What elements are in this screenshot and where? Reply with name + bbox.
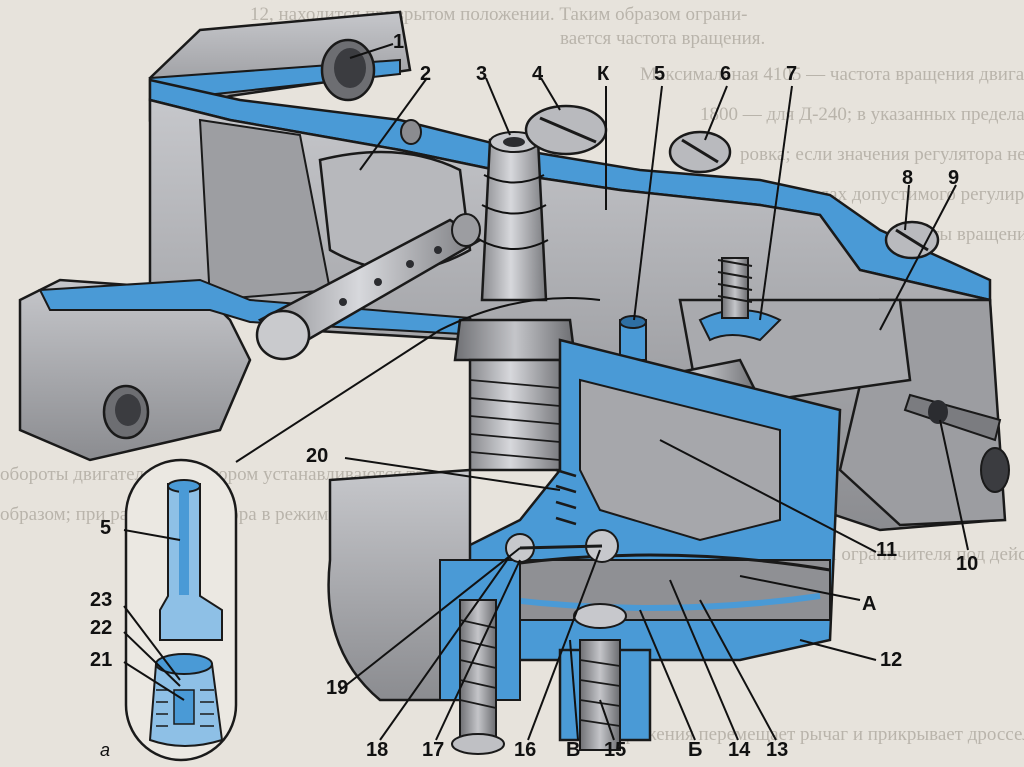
label-6: 6 [720, 63, 731, 85]
inset-caption-a: а [100, 740, 110, 760]
label-5: 5 [654, 63, 665, 85]
throttle-valve [255, 119, 483, 361]
label-17: 17 [422, 739, 444, 761]
label-4: 4 [532, 63, 544, 85]
inset-label-21: 21 [90, 649, 112, 671]
label-19: 19 [326, 677, 348, 699]
screw-6 [668, 130, 732, 174]
inset-label-23: 23 [90, 589, 112, 611]
label-3: 3 [476, 63, 487, 85]
leader-lines [123, 43, 969, 741]
label-8: 8 [902, 167, 913, 189]
inset-detail [124, 458, 238, 762]
screw-4 [524, 104, 608, 156]
label-14: 14 [728, 739, 751, 761]
label-9: 9 [948, 167, 959, 189]
label-b-cyr: Б [688, 739, 702, 761]
bg-line: вается частота вращения. [560, 28, 765, 49]
inset-connector-arc [439, 297, 601, 331]
label-v-cyr: В [566, 739, 580, 761]
labels: 1 2 3 4 К 5 6 7 8 9 10 11 12 А 13 14 Б 1… [90, 31, 978, 761]
bg-line: Максимальная 4105 — частота вращения дви… [640, 64, 1024, 85]
bg-line: разрежения перемещает рычаг и прикрывает… [600, 724, 1024, 745]
label-15: 15 [604, 739, 626, 761]
label-18: 18 [366, 739, 388, 761]
vacuum-nozzle [479, 131, 549, 302]
label-k: К [597, 63, 610, 85]
label-20: 20 [306, 445, 328, 467]
label-2: 2 [420, 63, 431, 85]
bg-line: ровка; если значения регулятора не соотв… [740, 144, 1024, 165]
label-13: 13 [766, 739, 788, 761]
label-12: 12 [880, 649, 902, 671]
inset-label-22: 22 [90, 617, 112, 639]
label-16: 16 [514, 739, 536, 761]
label-10: 10 [956, 553, 978, 575]
label-a-cyr: А [862, 593, 876, 615]
label-11: 11 [876, 539, 897, 561]
screw-8 [884, 220, 940, 260]
label-1: 1 [393, 31, 404, 53]
inset-connector [235, 329, 441, 463]
bg-line: 1800 — для Д-240; в указанных пределах п… [700, 104, 1024, 125]
label-7: 7 [786, 63, 797, 85]
inset-label-5: 5 [100, 517, 111, 539]
